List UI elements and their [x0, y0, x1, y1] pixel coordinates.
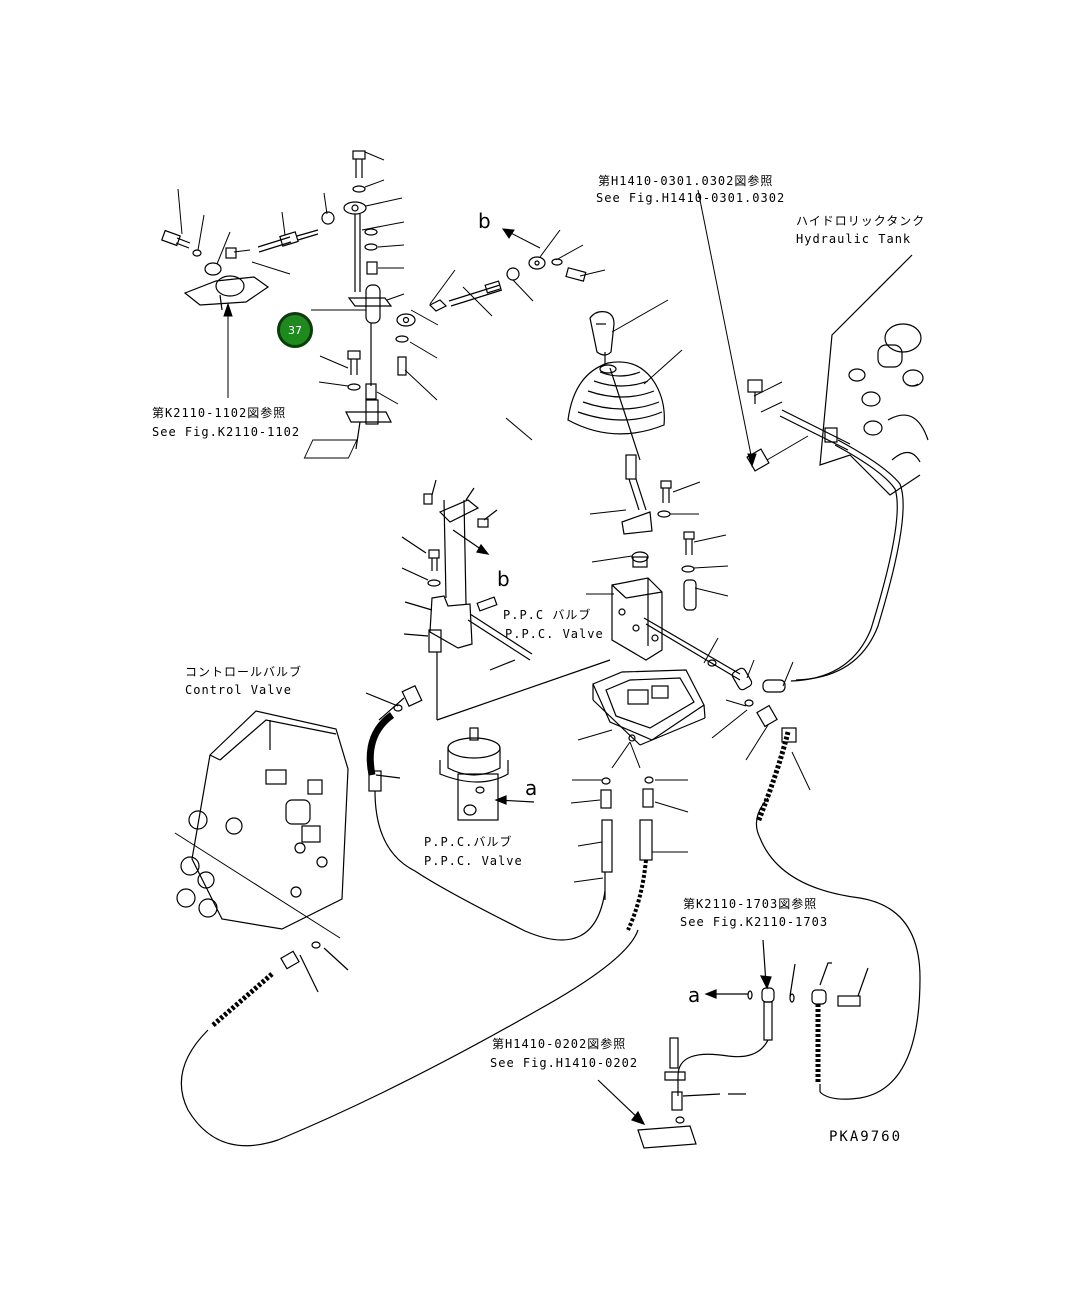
joystick-lever — [567, 311, 697, 611]
ref-h1410-0301-en: See Fig.H1410-0301.0302 — [596, 191, 786, 205]
ppc-valve-upper-en: P.P.C. Valve — [505, 627, 604, 641]
top-left-linkage — [161, 150, 587, 450]
control-valve — [174, 684, 639, 1147]
ref-k2110-1102-en: See Fig.K2110-1102 — [152, 425, 301, 439]
control-valve-jp: コントロールバルブ — [185, 665, 303, 679]
bottom-right-cluster — [597, 797, 921, 1149]
ppc-valve-upper-jp: P.P.C バルブ — [503, 608, 592, 622]
ppc-valve-lower-en: P.P.C. Valve — [424, 854, 523, 868]
drawing-code: PKA9760 — [829, 1129, 903, 1145]
ref-h1410-0301-jp: 第H1410-0301.0302図参照 — [598, 174, 774, 188]
leader-lines-top-left — [177, 151, 606, 405]
ref-k2110-1703-jp: 第K2110-1703図参照 — [683, 897, 818, 911]
ref-h1410-0202-en: See Fig.H1410-0202 — [490, 1056, 639, 1070]
callout-marker-number: 37 — [288, 323, 302, 337]
ppc-valve-lower — [439, 727, 535, 821]
ppc-valve-upper-assembly — [401, 479, 611, 721]
callout-b-top: b — [478, 209, 491, 233]
hydraulic-tank-en: Hydraulic Tank — [796, 232, 912, 246]
misc-leader-lines — [223, 189, 811, 883]
callout-a-mid: a — [525, 776, 538, 800]
hydraulic-tank — [746, 254, 929, 693]
ppc-valve-lower-jp: P.P.C.バルブ — [424, 835, 513, 849]
ref-k2110-1102-jp: 第K2110-1102図参照 — [152, 406, 287, 420]
control-valve-en: Control Valve — [185, 683, 292, 697]
callout-a-bottom: a — [688, 983, 701, 1007]
callout-b-mid: b — [497, 567, 510, 591]
ref-h1410-0202-jp: 第H1410-0202図参照 — [492, 1037, 627, 1051]
ppc-valve-block — [592, 577, 797, 931]
callout-marker[interactable]: 37 — [277, 312, 313, 348]
ref-k2110-1703-en: See Fig.K2110-1703 — [680, 915, 829, 929]
hydraulic-tank-jp: ハイドロリックタンク — [796, 214, 926, 228]
